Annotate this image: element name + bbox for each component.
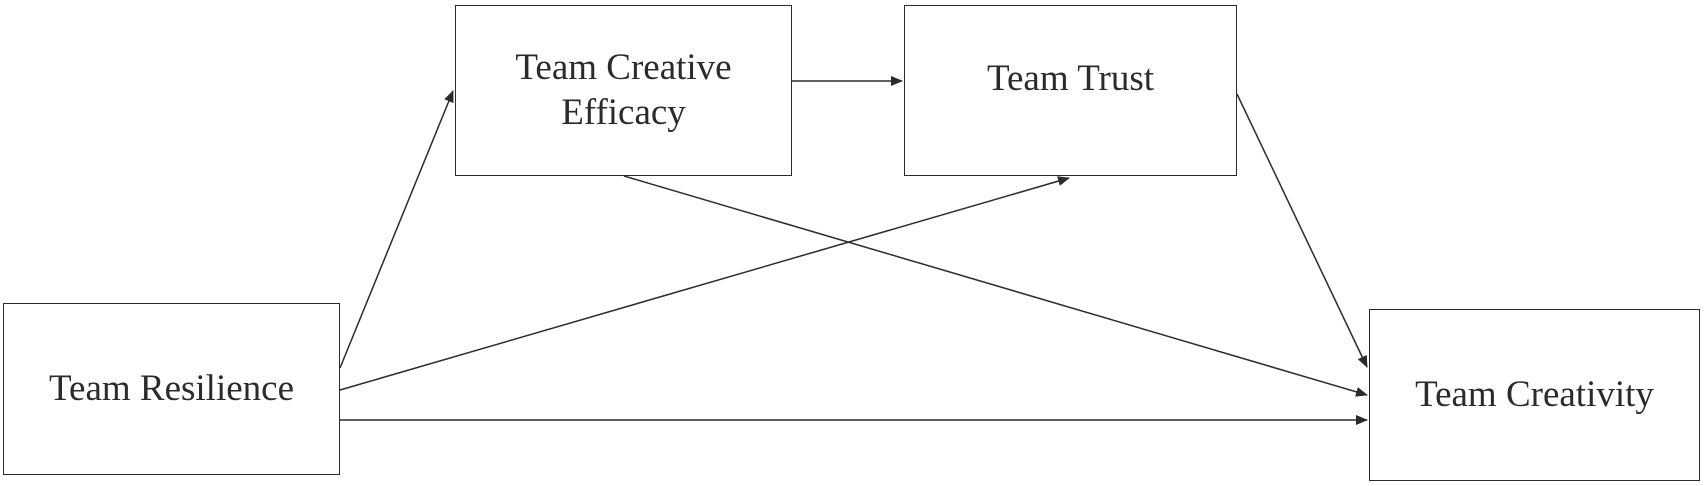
arrow-trust-to-creativity — [1236, 93, 1368, 368]
node-team-trust: Team Trust — [904, 5, 1237, 176]
node-team-resilience: Team Resilience — [3, 303, 340, 475]
node-label-efficacy: Team Creative Efficacy — [515, 47, 732, 133]
node-label-trust: Team Trust — [986, 58, 1155, 100]
arrow-resilience-to-trust — [339, 176, 1070, 391]
arrow-efficacy-to-creativity — [623, 175, 1368, 397]
arrow-resilience-to-efficacy — [339, 90, 454, 369]
node-team-creative-efficacy: Team Creative Efficacy — [455, 5, 792, 176]
node-label-creativity: Team Creativity — [1415, 373, 1654, 415]
node-team-creativity: Team Creativity — [1369, 309, 1700, 481]
node-label-resilience: Team Resilience — [49, 367, 294, 409]
